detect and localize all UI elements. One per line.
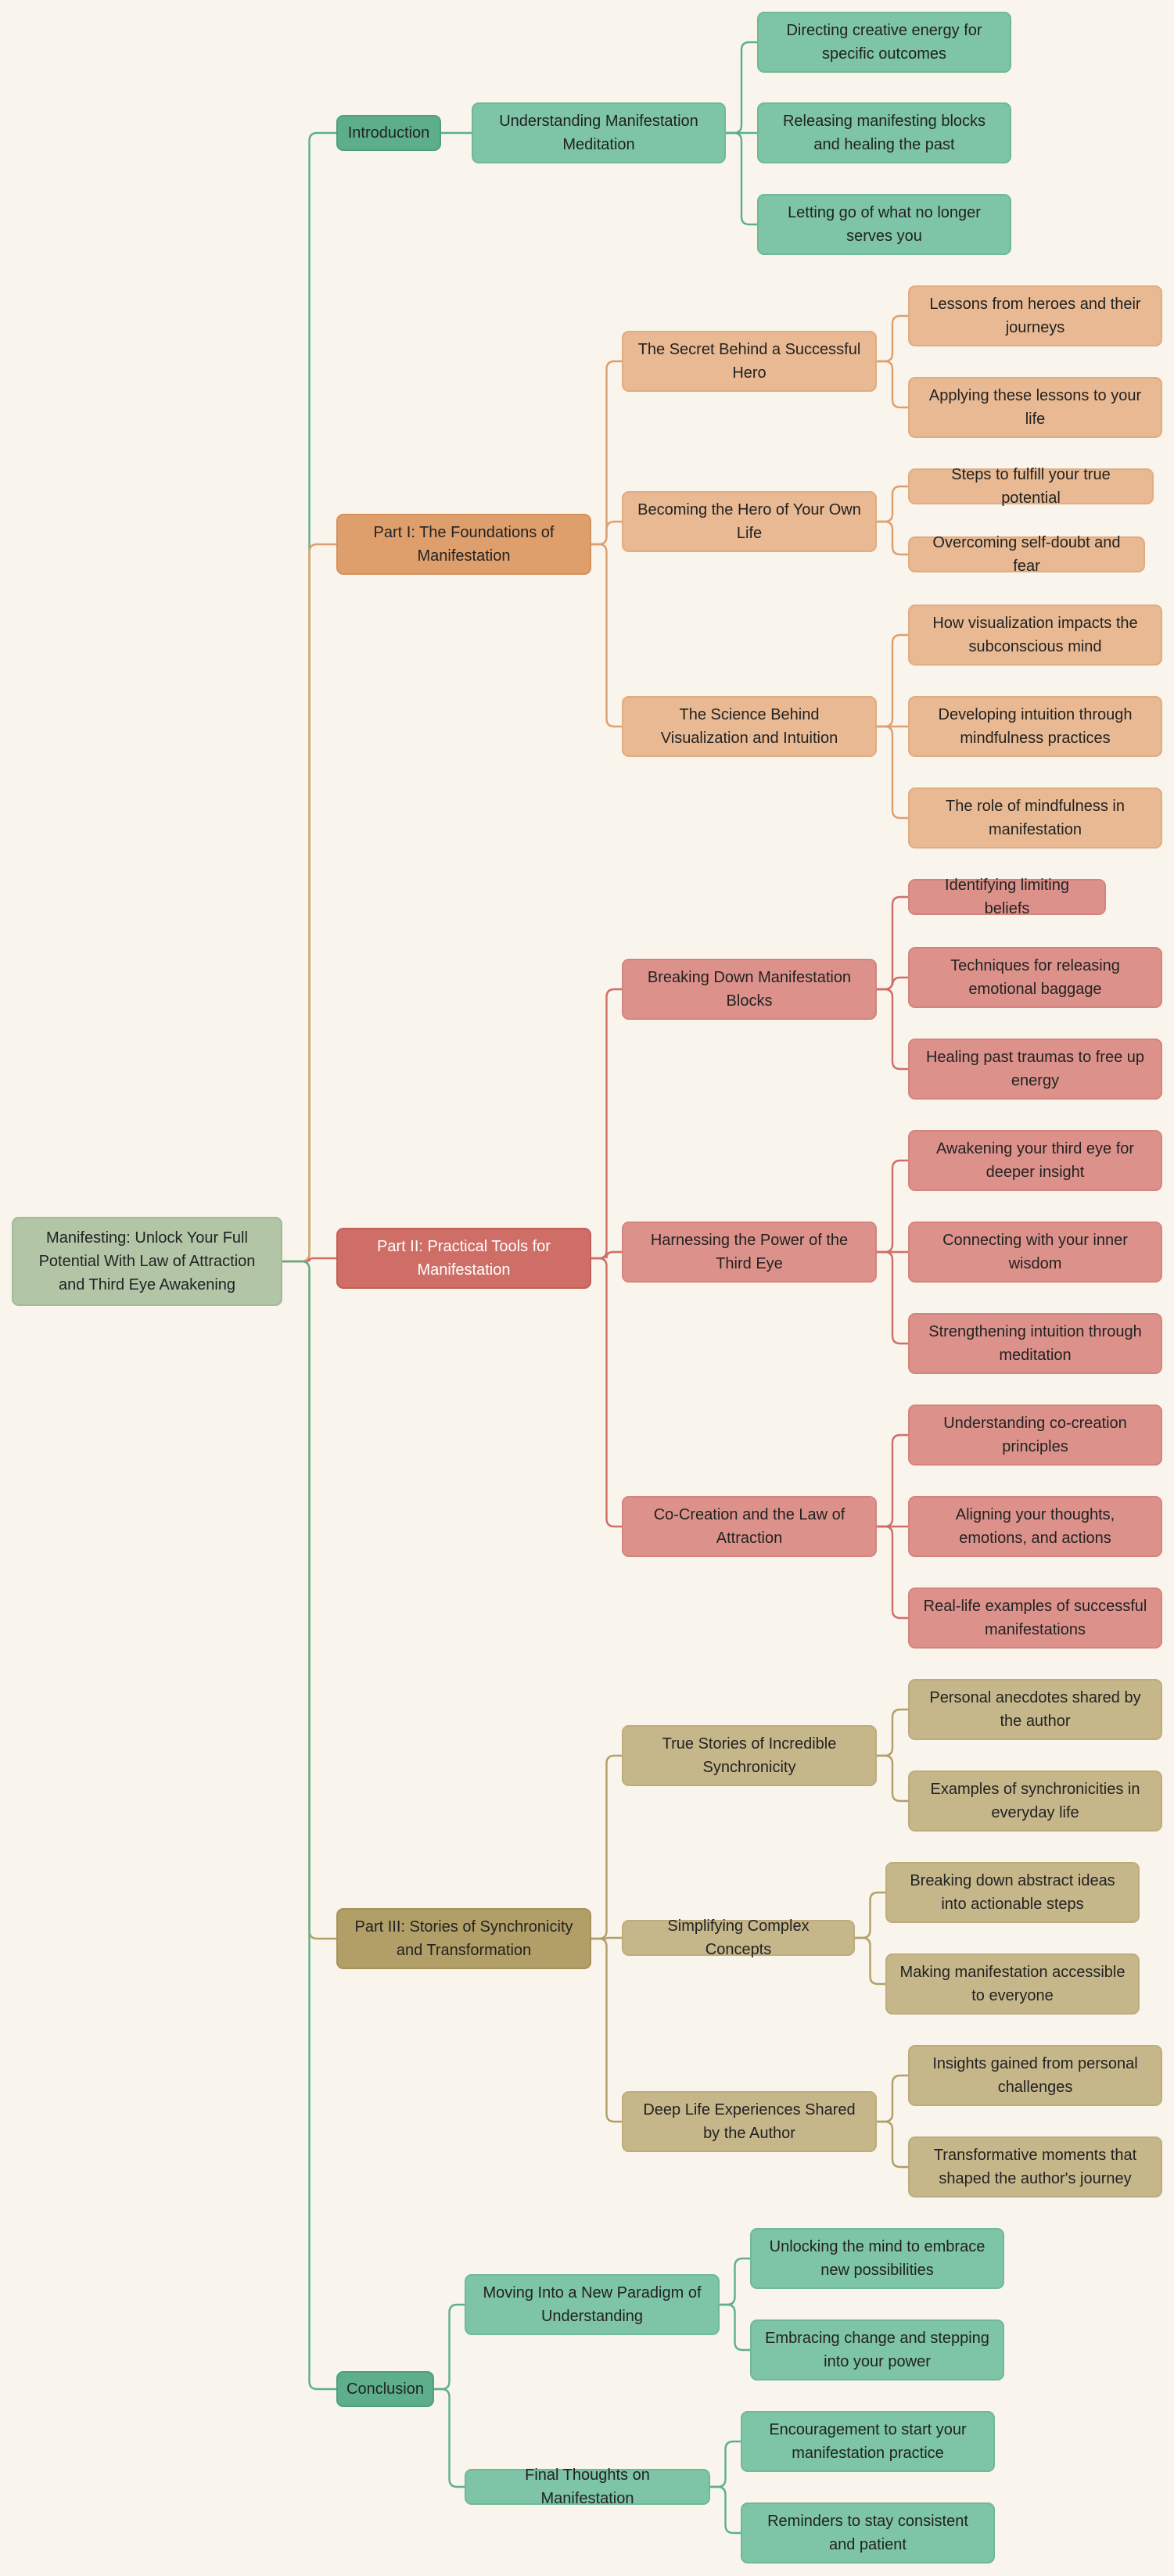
connector-line [877,360,908,409]
leaf-aligning-thoughts[interactable]: Aligning your thoughts, emotions, and ac… [908,1496,1162,1557]
leaf-letting-go[interactable]: Letting go of what no longer serves you [757,194,1011,255]
topic-part-2-practical-tools[interactable]: Part II: Practical Tools for Manifestati… [336,1228,591,1289]
connector-line [591,543,622,728]
topic-conclusion[interactable]: Conclusion [336,2371,434,2407]
leaf-healing-past-traumas[interactable]: Healing past traumas to free up energy [908,1039,1162,1100]
connector-line [720,2257,750,2306]
leaf-transformative-moments[interactable]: Transformative moments that shaped the a… [908,2137,1162,2197]
connector-line [877,1525,908,1620]
leaf-steps-to-fulfill-potential[interactable]: Steps to fulfill your true potential [908,466,1154,507]
connector-line [877,2120,908,2169]
leaf-role-of-mindfulness[interactable]: The role of mindfulness in manifestation [908,788,1162,849]
subtopic-new-paradigm[interactable]: Moving Into a New Paradigm of Understand… [465,2274,720,2335]
subtopic-co-creation-law-of-attraction[interactable]: Co-Creation and the Law of Attraction [622,1496,877,1557]
connector-line [591,1754,622,1940]
leaf-applying-lessons[interactable]: Applying these lessons to your life [908,377,1162,438]
subtopic-true-stories-synchronicity[interactable]: True Stories of Incredible Synchronicity [622,1725,877,1786]
connector-line [591,1257,622,1528]
leaf-visualization-subconscious[interactable]: How visualization impacts the subconscio… [908,605,1162,666]
connector-line [877,1754,908,1803]
connector-line [282,543,336,1263]
leaf-embracing-change[interactable]: Embracing change and stepping into your … [750,2319,1004,2380]
topic-introduction[interactable]: Introduction [336,115,441,151]
connector-line [720,2303,750,2352]
leaf-lessons-from-heroes[interactable]: Lessons from heroes and their journeys [908,285,1162,346]
leaf-developing-intuition[interactable]: Developing intuition through mindfulness… [908,696,1162,757]
leaf-releasing-emotional-baggage[interactable]: Techniques for releasing emotional bagga… [908,947,1162,1008]
leaf-releasing-manifesting-blocks[interactable]: Releasing manifesting blocks and healing… [757,102,1011,163]
connector-line [282,1257,336,1263]
connector-line [591,1250,622,1260]
leaf-personal-anecdotes[interactable]: Personal anecdotes shared by the author [908,1679,1162,1740]
topic-part-1-foundations[interactable]: Part I: The Foundations of Manifestation [336,514,591,575]
leaf-connecting-inner-wisdom[interactable]: Connecting with your inner wisdom [908,1222,1162,1283]
leaf-identifying-limiting-beliefs[interactable]: Identifying limiting beliefs [908,877,1106,917]
subtopic-deep-life-experiences[interactable]: Deep Life Experiences Shared by the Auth… [622,2091,877,2152]
connector-line [591,360,622,546]
leaf-real-life-examples[interactable]: Real-life examples of successful manifes… [908,1588,1162,1649]
connector-line [877,314,908,363]
leaf-examples-synchronicities[interactable]: Examples of synchronicities in everyday … [908,1771,1162,1832]
leaf-unlocking-the-mind[interactable]: Unlocking the mind to embrace new possib… [750,2228,1004,2289]
connector-line [877,895,908,991]
leaf-insights-personal-challenges[interactable]: Insights gained from personal challenges [908,2045,1162,2106]
connector-line [877,1159,908,1254]
subtopic-breaking-down-blocks[interactable]: Breaking Down Manifestation Blocks [622,959,877,1020]
connector-line [710,2440,741,2488]
connector-line [855,1891,885,1939]
connector-line [282,1260,336,2391]
leaf-making-manifestation-accessible[interactable]: Making manifestation accessible to every… [885,1954,1140,2015]
leaf-directing-creative-energy[interactable]: Directing creative energy for specific o… [757,12,1011,73]
subtopic-simplifying-complex-concepts[interactable]: Simplifying Complex Concepts [622,1918,855,1958]
connector-line [726,131,757,226]
connector-line [855,1936,885,1986]
connector-line [877,633,908,728]
connector-line [877,1250,908,1345]
subtopic-power-of-third-eye[interactable]: Harnessing the Power of the Third Eye [622,1222,877,1283]
connector-line [591,1937,622,2123]
subtopic-understanding-manifestation-meditation[interactable]: Understanding Manifestation Meditation [472,102,726,163]
leaf-encouragement-to-start[interactable]: Encouragement to start your manifestatio… [741,2411,995,2472]
root-node[interactable]: Manifesting: Unlock Your Full Potential … [12,1217,282,1306]
topic-part-3-synchronicity[interactable]: Part III: Stories of Synchronicity and T… [336,1908,591,1969]
connector-line [877,725,908,820]
leaf-strengthening-intuition[interactable]: Strengthening intuition through meditati… [908,1313,1162,1374]
connector-line [877,988,908,1071]
root-node-label: Manifesting: Unlock Your Full Potential … [38,1229,256,1293]
connector-line [710,2485,741,2535]
connector-line [726,41,757,135]
connector-line [877,1433,908,1528]
subtopic-final-thoughts[interactable]: Final Thoughts on Manifestation [465,2467,710,2507]
leaf-reminders-consistent[interactable]: Reminders to stay consistent and patient [741,2502,995,2563]
connector-line [591,1936,622,1940]
connector-line [591,520,622,546]
leaf-understanding-co-creation[interactable]: Understanding co-creation principles [908,1405,1162,1466]
subtopic-science-behind-visualization[interactable]: The Science Behind Visualization and Int… [622,696,877,757]
connector-line [877,1708,908,1757]
connector-line [877,2074,908,2123]
connector-line [591,988,622,1260]
connector-line [434,2388,465,2488]
connector-line [877,485,908,523]
leaf-awakening-third-eye[interactable]: Awakening your third eye for deeper insi… [908,1130,1162,1191]
connector-line [434,2303,465,2391]
leaf-overcoming-self-doubt[interactable]: Overcoming self-doubt and fear [908,534,1145,575]
connector-line [877,520,908,556]
leaf-breaking-down-abstract-ideas[interactable]: Breaking down abstract ideas into action… [885,1862,1140,1923]
subtopic-becoming-hero-of-own-life[interactable]: Becoming the Hero of Your Own Life [622,491,877,552]
subtopic-secret-behind-successful-hero[interactable]: The Secret Behind a Successful Hero [622,331,877,392]
